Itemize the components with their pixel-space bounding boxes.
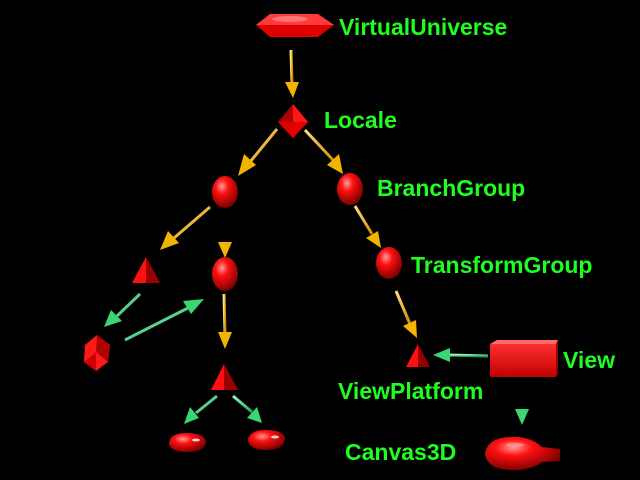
shape3d-node-left bbox=[132, 257, 160, 283]
shape3d-node bbox=[211, 364, 238, 390]
label-transform-group: TransformGroup bbox=[411, 252, 592, 278]
label-locale: Locale bbox=[324, 107, 397, 133]
canvas3d-node bbox=[485, 436, 560, 471]
virtual-universe-node bbox=[256, 14, 334, 37]
arrow-branchgroup-to-transformgroup bbox=[353, 205, 381, 248]
arrow-left-branch-to-transform bbox=[218, 212, 232, 258]
branch-group-node-left bbox=[212, 176, 238, 208]
transform-group-node-left bbox=[212, 257, 238, 291]
arrow-shape-to-right-leaf bbox=[232, 394, 262, 423]
arrow-transformgroup-to-viewplatform bbox=[394, 290, 417, 338]
arrow-view-to-canvas3d bbox=[515, 378, 529, 425]
arrow-left-branch-to-shape bbox=[160, 205, 211, 250]
arrow-locale-to-left-branch bbox=[238, 128, 279, 176]
geometry-leaf-left bbox=[169, 433, 206, 452]
arrow-universe-to-locale bbox=[285, 49, 299, 98]
view-node bbox=[490, 340, 558, 377]
locale-node bbox=[278, 104, 308, 138]
label-branch-group: BranchGroup bbox=[377, 175, 525, 201]
appearance-node bbox=[84, 335, 110, 371]
label-view: View bbox=[563, 347, 615, 373]
label-virtual-universe: VirtualUniverse bbox=[339, 14, 507, 40]
geometry-leaf-right bbox=[248, 430, 285, 450]
arrow-shape-to-left-leaf bbox=[184, 394, 218, 424]
label-canvas3d: Canvas3D bbox=[345, 439, 456, 465]
arrow-view-to-viewplatform bbox=[433, 348, 489, 362]
arrow-shared-to-geometry bbox=[124, 299, 204, 342]
label-view-platform: ViewPlatform bbox=[338, 378, 483, 404]
view-platform-node bbox=[406, 344, 430, 367]
arrow-transform-to-shape bbox=[218, 293, 232, 349]
arrow-locale-to-branchgroup bbox=[303, 128, 343, 174]
branch-group-node bbox=[337, 173, 363, 205]
transform-group-node bbox=[376, 247, 402, 279]
arrow-shape-to-appearance bbox=[104, 292, 142, 327]
